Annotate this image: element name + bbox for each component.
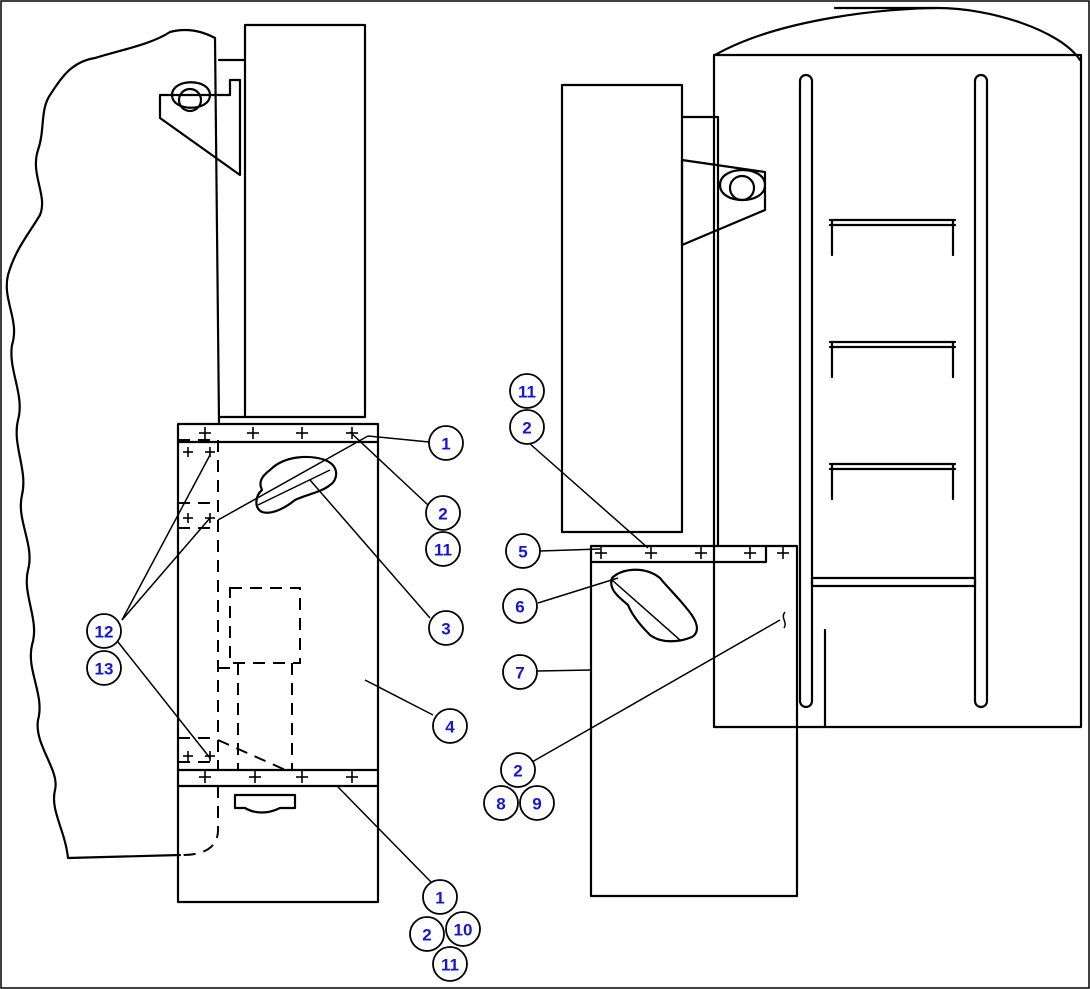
svg-text:7: 7 <box>515 664 524 683</box>
svg-text:2: 2 <box>522 419 531 438</box>
bottom-fitting-left <box>233 793 297 814</box>
enclosure-right <box>589 544 799 898</box>
svg-text:1: 1 <box>435 889 444 908</box>
callout-2-bottom: 2 <box>409 916 445 952</box>
callout-1-top: 1 <box>428 425 464 461</box>
callout-1-bottom: 1 <box>422 879 458 915</box>
svg-text:1: 1 <box>441 435 450 454</box>
cutaway-inner-line <box>257 469 331 506</box>
leaders-right <box>528 442 781 763</box>
svg-text:2: 2 <box>438 505 447 524</box>
right-top-strip <box>589 544 768 564</box>
fasteners-top-right <box>595 547 789 559</box>
hidden-internal-unit <box>181 587 301 856</box>
callout-9: 9 <box>519 785 555 821</box>
mount-bracket-right <box>680 158 767 247</box>
callout-4: 4 <box>432 708 468 744</box>
callout-8: 8 <box>483 785 519 821</box>
svg-text:4: 4 <box>445 718 455 737</box>
small-hook <box>782 611 786 629</box>
upper-panel-left <box>243 23 367 419</box>
svg-text:11: 11 <box>434 541 452 560</box>
svg-text:10: 10 <box>454 921 473 940</box>
svg-text:2: 2 <box>422 926 431 945</box>
svg-text:5: 5 <box>518 543 527 562</box>
mount-bracket-left <box>158 78 242 177</box>
svg-text:2: 2 <box>513 762 522 781</box>
svg-text:9: 9 <box>532 795 541 814</box>
callout-13: 13 <box>86 650 122 686</box>
wall-edge <box>213 36 221 424</box>
callout-11-top: 11 <box>425 531 461 567</box>
svg-text:12: 12 <box>95 623 114 642</box>
callout-10: 10 <box>445 911 481 947</box>
callout-7: 7 <box>502 654 538 690</box>
callout-6: 6 <box>502 588 538 624</box>
svg-text:11: 11 <box>441 956 459 975</box>
svg-text:13: 13 <box>95 660 114 679</box>
callout-2-top: 2 <box>425 495 461 531</box>
tank-body <box>712 6 1083 729</box>
svg-text:11: 11 <box>518 383 536 402</box>
callout-3: 3 <box>428 610 464 646</box>
fasteners-top-left <box>199 427 358 439</box>
cutaway-left <box>255 455 338 514</box>
leaders-left <box>117 431 434 884</box>
callout-2-right: 2 <box>509 409 545 445</box>
svg-text:3: 3 <box>441 620 450 639</box>
fasteners-bottom-left <box>199 771 358 783</box>
cutaway-right-line <box>611 579 681 641</box>
callout-5: 5 <box>505 533 541 569</box>
upper-panel-right <box>560 83 684 534</box>
svg-text:6: 6 <box>515 598 524 617</box>
callout-11-bottom: 11 <box>432 946 468 982</box>
torn-wall-outline <box>5 28 217 860</box>
enclosure-left <box>176 422 380 904</box>
hidden-side-bracket <box>178 439 219 770</box>
svg-text:8: 8 <box>496 795 505 814</box>
callout-2-low: 2 <box>500 752 536 788</box>
callout-12: 12 <box>86 613 122 649</box>
cutaway-right <box>610 568 698 643</box>
callout-11-right: 11 <box>509 373 545 409</box>
